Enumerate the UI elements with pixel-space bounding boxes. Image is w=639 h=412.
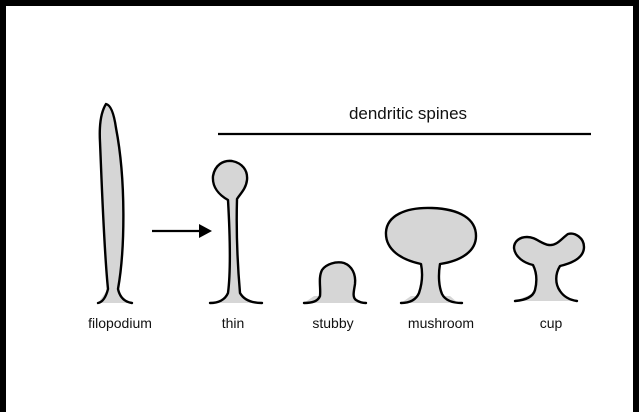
cup-spine-shape (514, 234, 584, 301)
thin-spine-shape (210, 161, 262, 303)
stubby-spine-shape (304, 262, 366, 303)
filopodium-shape (98, 104, 132, 303)
label-thin: thin (222, 315, 245, 331)
label-cup: cup (540, 315, 563, 331)
label-stubby: stubby (312, 315, 353, 331)
label-mushroom: mushroom (408, 315, 474, 331)
diagram-title: dendritic spines (349, 104, 467, 123)
label-filopodium: filopodium (88, 315, 152, 331)
mushroom-spine-shape (386, 208, 476, 303)
arrow-icon (152, 224, 212, 238)
